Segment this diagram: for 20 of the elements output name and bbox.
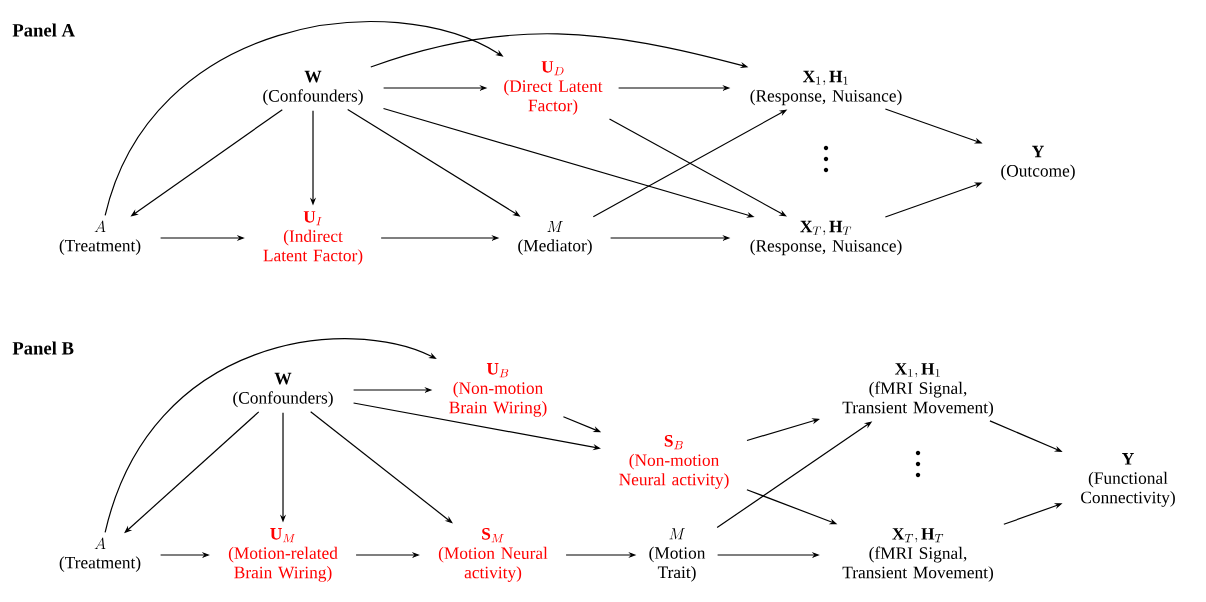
variable-label: $\mathbf{X}_{T}, \mathbf{H}_{T}$ (Response, Nuisance): [750, 220, 902, 256]
variable-label: $M$ (Mediator): [518, 221, 592, 255]
variable-label: $\mathbf{U}_{I}$ (Indirect Latent Factor): [263, 211, 363, 265]
variable-label: $M$ (Motion Trait): [649, 528, 706, 582]
variable-label: $\mathbf{X}_{T}, \mathbf{H}_{T}$ (fMRI Signal, Transient Movement): [842, 528, 993, 582]
panel-title: Panel A: [12, 23, 75, 37]
variable-label: $\mathbf{U}_{B}$ (Non-motion Brain Wiring): [449, 363, 547, 417]
variable-label: $\mathbf{U}_{D}$ (Direct Latent Factor): [504, 61, 603, 115]
variable-label: $\mathbf{Y}$ (Functional Connectivity): [1081, 453, 1175, 507]
variable-label: $A$ (Treatment): [59, 220, 141, 255]
variable-label: $\mathbf{W}$ (Confounders): [263, 70, 363, 106]
variable-label: $A$ (Treatment): [59, 537, 141, 572]
variable-label: $\mathbf{W}$ (Confounders): [233, 372, 333, 408]
variable-label: $\mathbf{S}_{M}$ (Motion Neural activity): [438, 528, 548, 582]
variable-label: $\mathbf{X}_{1}, \mathbf{H}_{1}$ (fMRI Signal, Transient Movement): [842, 363, 993, 417]
variable-label: $\mathbf{Y}$ (Outcome): [1001, 145, 1075, 181]
panel-title: Panel B: [12, 341, 74, 355]
variable-label: $\mathbf{X}_{1}, \mathbf{H}_{1}$ (Response, Nuisance): [750, 70, 902, 106]
variable-label: $\mathbf{U}_{M}$ (Motion-related Brain Wiring): [228, 528, 338, 582]
variable-label: $\mathbf{S}_{B}$ (Non-motion Neural activity): [619, 435, 729, 489]
